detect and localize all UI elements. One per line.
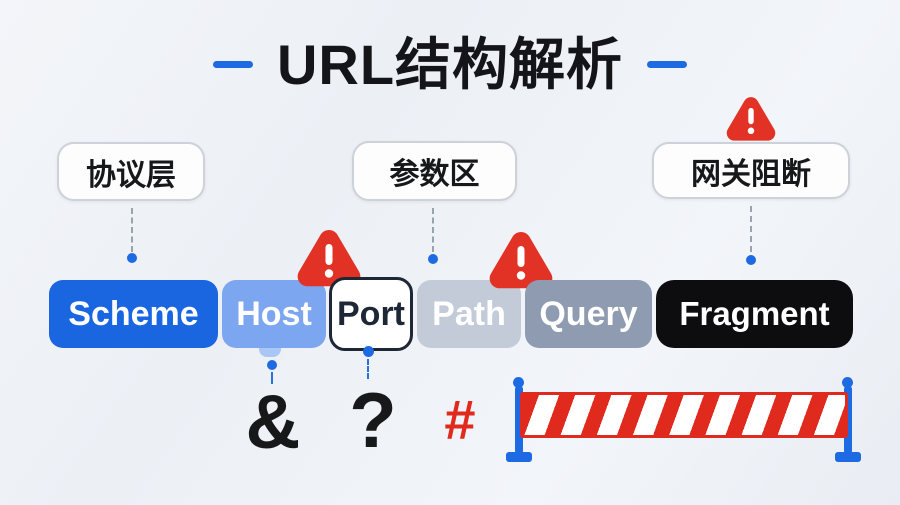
connector-params-dot bbox=[428, 254, 438, 264]
callout-protocol-label: 协议层 bbox=[86, 158, 176, 192]
warning-icon bbox=[297, 230, 361, 287]
connector-protocol-line bbox=[131, 208, 133, 252]
callout-gateway-label: 网关阻断 bbox=[691, 157, 811, 191]
barrier-right-post bbox=[844, 386, 852, 454]
connector-host-dot bbox=[267, 360, 277, 370]
barrier-left-post-base bbox=[506, 452, 532, 462]
connector-protocol-dot bbox=[127, 253, 137, 263]
title-right-dash bbox=[647, 61, 688, 69]
page-title: URL结构解析 bbox=[0, 34, 900, 96]
barrier-left-post bbox=[515, 386, 523, 454]
segment-port: Port bbox=[329, 277, 413, 351]
warning-icon bbox=[489, 232, 553, 289]
segment-host: Host bbox=[222, 280, 326, 348]
segment-path-label: Path bbox=[432, 294, 506, 333]
question-mark-symbol: ? bbox=[349, 376, 397, 464]
connector-params-line bbox=[432, 208, 434, 252]
hash-symbol: # bbox=[444, 388, 476, 451]
barrier-right-post-top bbox=[842, 377, 853, 388]
warning-icon bbox=[726, 97, 776, 141]
segment-fragment-label: Fragment bbox=[679, 295, 830, 332]
callout-protocol-layer: 协议层 bbox=[57, 142, 205, 201]
barrier-right-post-base bbox=[835, 452, 861, 462]
title-left-dash bbox=[212, 61, 253, 69]
callout-gateway-block: 网关阻断 bbox=[652, 142, 850, 199]
connector-port-line bbox=[367, 359, 369, 379]
segment-host-label: Host bbox=[236, 294, 312, 333]
segment-scheme-label: Scheme bbox=[68, 294, 199, 333]
ampersand-symbol: & bbox=[245, 380, 301, 465]
host-tail bbox=[259, 346, 281, 357]
title-text: URL结构解析 bbox=[276, 33, 624, 96]
segment-scheme: Scheme bbox=[49, 280, 218, 348]
connector-port-dot bbox=[363, 346, 374, 357]
segment-query: Query bbox=[525, 280, 652, 348]
segment-port-label: Port bbox=[337, 294, 405, 333]
callout-parameter-area: 参数区 bbox=[352, 141, 517, 201]
segment-query-label: Query bbox=[539, 294, 638, 333]
barrier-stripe-bar bbox=[520, 392, 848, 438]
connector-gateway-line bbox=[750, 206, 752, 252]
segment-fragment: Fragment bbox=[656, 280, 853, 348]
callout-params-label: 参数区 bbox=[389, 158, 480, 191]
segment-path: Path bbox=[417, 280, 521, 348]
connector-host-line bbox=[271, 372, 273, 384]
connector-gateway-dot bbox=[746, 255, 756, 265]
barrier-left-post-top bbox=[513, 377, 524, 388]
